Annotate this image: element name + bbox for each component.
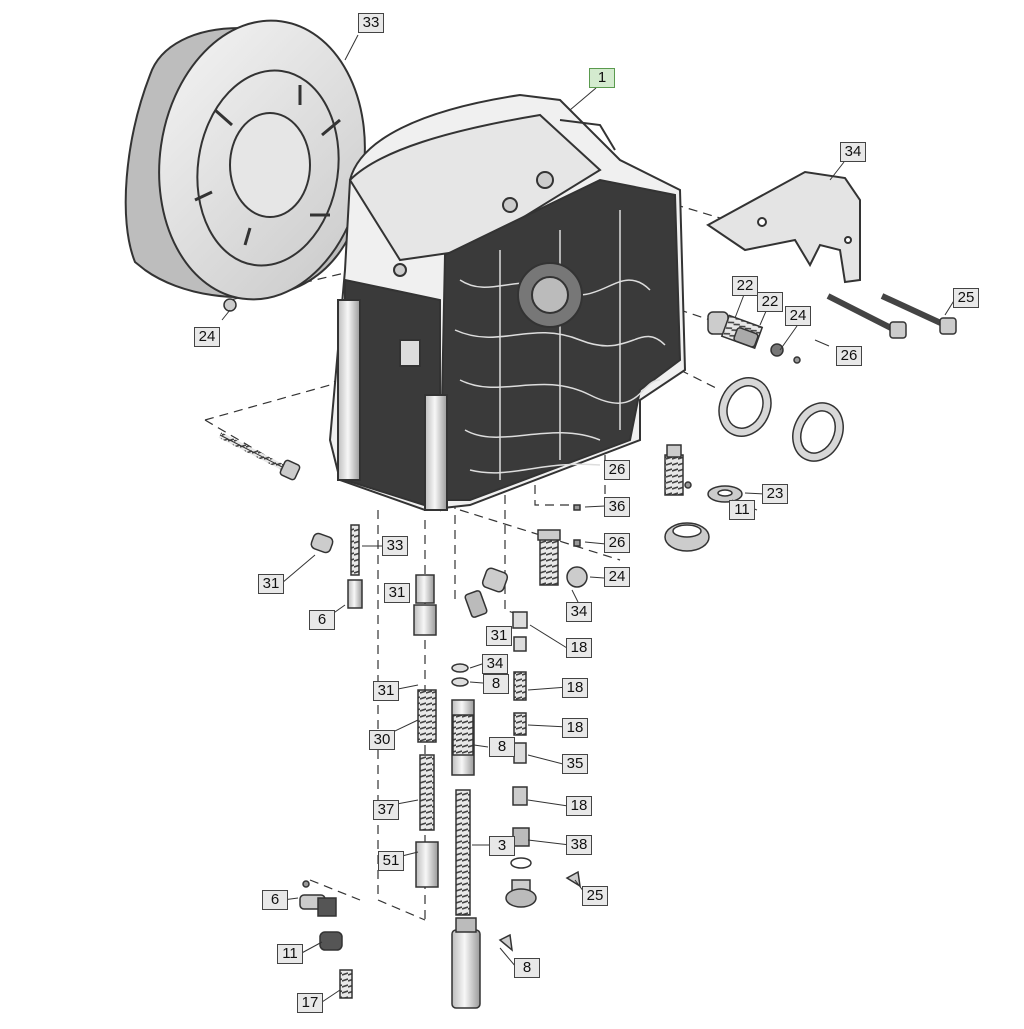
valve-fittings-right: [664, 311, 844, 552]
part-callout[interactable]: 35: [562, 754, 588, 774]
part-callout[interactable]: 8: [514, 958, 540, 978]
part-callout[interactable]: 11: [729, 500, 755, 520]
part-callout[interactable]: 34: [482, 654, 508, 674]
part-callout[interactable]: 25: [582, 886, 608, 906]
part-callout[interactable]: 31: [486, 626, 512, 646]
part-callout[interactable]: 18: [562, 718, 588, 738]
part-callout[interactable]: 6: [309, 610, 335, 630]
part-callout[interactable]: 33: [358, 13, 384, 33]
part-callout[interactable]: 31: [373, 681, 399, 701]
center-column-parts: [464, 504, 588, 908]
part-callout-main-housing[interactable]: 1: [589, 68, 615, 88]
part-callout[interactable]: 26: [604, 533, 630, 553]
part-callout[interactable]: 38: [566, 835, 592, 855]
part-callout[interactable]: 31: [258, 574, 284, 594]
part-callout[interactable]: 23: [762, 484, 788, 504]
part-callout[interactable]: 24: [604, 567, 630, 587]
part-callout[interactable]: 18: [566, 638, 592, 658]
part-callout[interactable]: 34: [840, 142, 866, 162]
part-callout[interactable]: 26: [604, 460, 630, 480]
part-callout[interactable]: 34: [566, 602, 592, 622]
part-callout[interactable]: 51: [378, 851, 404, 871]
part-callout[interactable]: 33: [382, 536, 408, 556]
part-callout[interactable]: 18: [562, 678, 588, 698]
part-callout[interactable]: 22: [757, 292, 783, 312]
part-callout[interactable]: 24: [194, 327, 220, 347]
part-callout[interactable]: 37: [373, 800, 399, 820]
part-callout[interactable]: 31: [384, 583, 410, 603]
part-callout[interactable]: 26: [836, 346, 862, 366]
mounting-bracket-part: [706, 170, 861, 284]
left-column-parts: [299, 524, 513, 1009]
bolts: [218, 293, 957, 481]
part-callout[interactable]: 36: [604, 497, 630, 517]
part-callout[interactable]: 6: [262, 890, 288, 910]
part-callout[interactable]: 30: [369, 730, 395, 750]
part-callout[interactable]: 8: [483, 674, 509, 694]
part-callout[interactable]: 18: [566, 796, 592, 816]
part-callout[interactable]: 17: [297, 993, 323, 1013]
part-callout[interactable]: 3: [489, 836, 515, 856]
part-callout[interactable]: 25: [953, 288, 979, 308]
end-cover-part: [124, 19, 366, 301]
part-callout[interactable]: 8: [489, 737, 515, 757]
part-callout[interactable]: 22: [732, 276, 758, 296]
main-housing-part: [328, 93, 687, 512]
part-callout[interactable]: 24: [785, 306, 811, 326]
part-callout[interactable]: 11: [277, 944, 303, 964]
